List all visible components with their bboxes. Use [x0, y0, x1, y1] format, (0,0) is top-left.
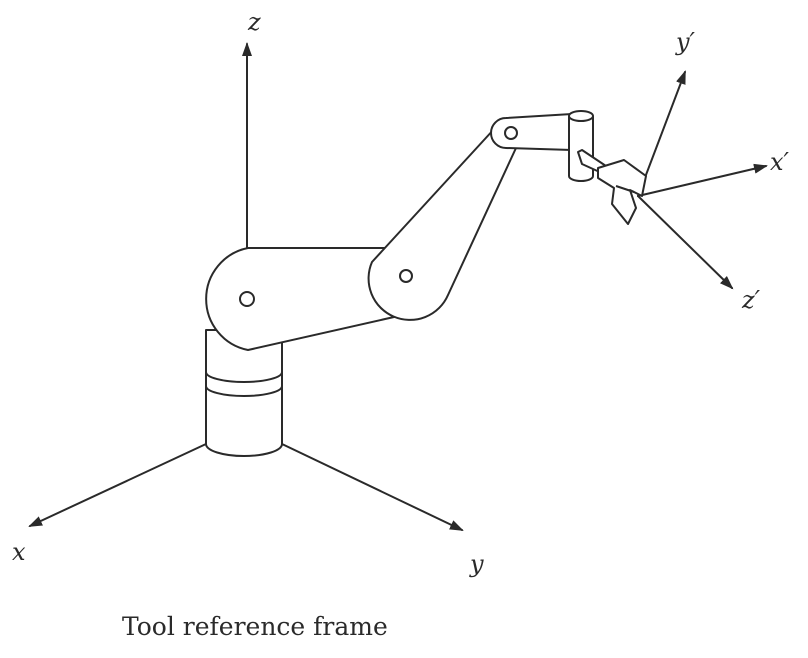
- wrist-cylinder: [568, 110, 594, 182]
- gripper: [577, 149, 647, 225]
- y-axis-label: y: [470, 550, 484, 578]
- robot-base: [205, 329, 283, 457]
- figure-caption: Tool reference frame: [122, 612, 388, 641]
- x-axis-label: x: [12, 538, 26, 566]
- elbow-joint: [399, 269, 413, 283]
- upper-arm-link: [367, 126, 518, 321]
- x-prime-axis-label: x′: [770, 148, 789, 176]
- wrist-joint: [504, 126, 518, 140]
- y-prime-axis-label: y′: [676, 28, 696, 56]
- z-prime-axis-label: z′: [742, 286, 761, 314]
- y-axis: [281, 443, 464, 531]
- x-axis: [28, 443, 207, 527]
- x-prime-axis: [637, 163, 768, 197]
- z-prime-axis: [637, 195, 734, 290]
- shoulder-joint: [239, 291, 255, 307]
- z-axis-label: z: [248, 8, 261, 36]
- wrist-link: [490, 113, 573, 151]
